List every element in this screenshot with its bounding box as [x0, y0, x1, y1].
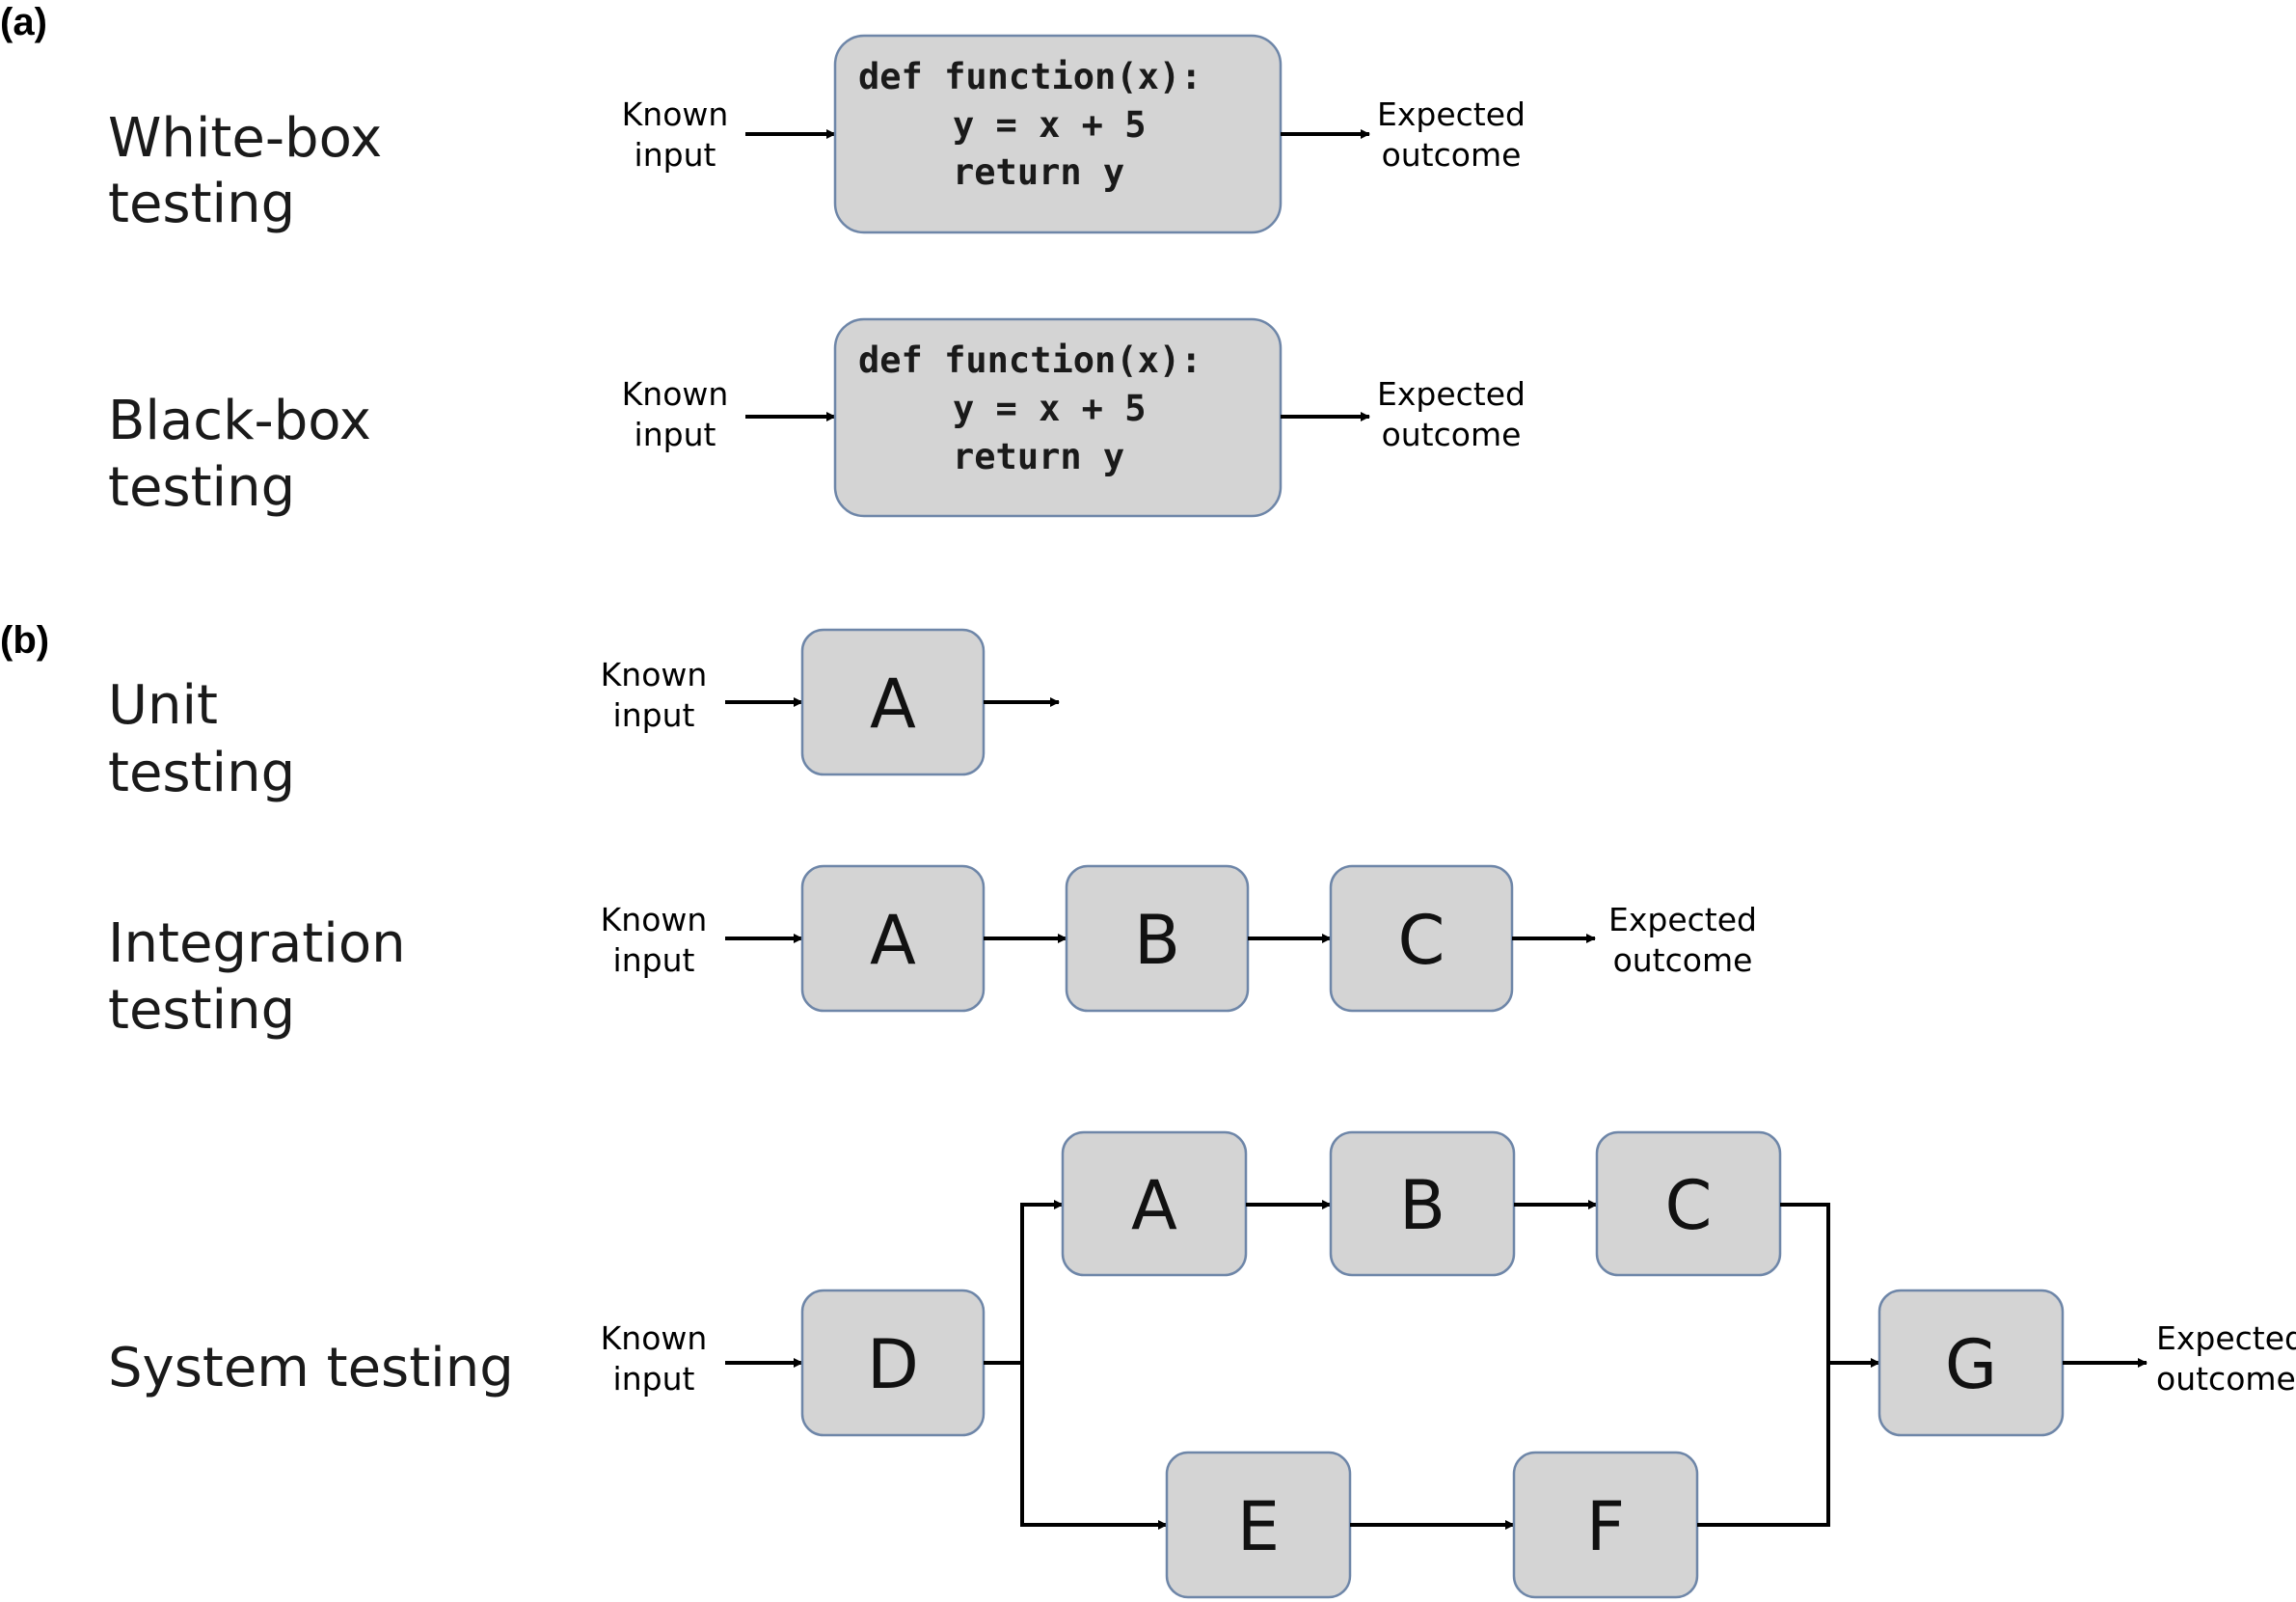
system-known-line1: Known [601, 1319, 708, 1357]
black-box-expected-line1: Expected [1377, 375, 1526, 413]
integration-node-c-label: C [1398, 901, 1445, 980]
system-title: System testing [108, 1337, 514, 1399]
system-node-e-label: E [1237, 1487, 1280, 1566]
system-node-d-label: D [867, 1325, 919, 1404]
white-box-expected-line2: outcome [1382, 136, 1522, 174]
system-node-b-label: B [1399, 1166, 1445, 1245]
system-merge-line-f [1697, 1363, 1830, 1527]
integration-expected-line1: Expected [1608, 901, 1757, 938]
integration-testing-section: Integration testing Known input A B C Ex… [108, 864, 1757, 1042]
system-expected-line1: Expected [2156, 1319, 2296, 1357]
system-node-f-label: F [1586, 1487, 1625, 1566]
system-merge-line-c [1780, 1203, 1830, 1363]
system-node-g-label: G [1945, 1325, 1997, 1404]
white-box-code-line2: y = x + 5 [953, 104, 1146, 146]
system-node-a-label: A [1131, 1166, 1177, 1245]
black-box-code-line2: y = x + 5 [953, 388, 1146, 429]
system-known-line2: input [613, 1360, 695, 1398]
panel-label-a: (a) [0, 1, 47, 43]
black-box-title-line2: testing [108, 456, 295, 519]
system-testing-section: System testing Known input D A B C E F G [108, 1130, 2296, 1599]
integration-expected-line2: outcome [1613, 941, 1753, 979]
white-box-title-line1: White-box [108, 107, 382, 170]
integration-node-a-label: A [870, 901, 916, 980]
system-arrow-d-e [1020, 1363, 1168, 1530]
white-box-expected-line1: Expected [1377, 95, 1526, 133]
black-box-known-line2: input [635, 416, 716, 453]
integration-title-line1: Integration [108, 912, 406, 975]
black-box-expected-line2: outcome [1382, 416, 1522, 453]
unit-known-line1: Known [601, 656, 708, 693]
unit-known-line2: input [613, 696, 695, 734]
white-box-section: White-box testing Known input def functi… [108, 34, 1526, 235]
unit-node-a-label: A [870, 665, 916, 744]
system-expected-line2: outcome [2156, 1360, 2296, 1398]
black-box-section: Black-box testing Known input def functi… [108, 317, 1526, 519]
white-box-code-line1: def function(x): [858, 56, 1202, 97]
black-box-title-line1: Black-box [108, 390, 371, 452]
white-box-known-line1: Known [622, 95, 729, 133]
unit-title-line1: Unit [108, 674, 218, 737]
white-box-title-line2: testing [108, 173, 295, 235]
integration-known-line1: Known [601, 901, 708, 938]
unit-testing-section: Unit testing Known input A [108, 628, 1060, 804]
system-node-c-label: C [1665, 1166, 1713, 1245]
panel-label-b: (b) [0, 619, 49, 662]
integration-known-line2: input [613, 941, 695, 979]
system-arrow-d-a [984, 1200, 1064, 1365]
black-box-code-line3: return y [953, 436, 1124, 477]
white-box-code-line3: return y [953, 151, 1124, 193]
integration-title-line2: testing [108, 979, 295, 1042]
unit-title-line2: testing [108, 742, 295, 804]
integration-node-b-label: B [1134, 901, 1180, 980]
black-box-code-line1: def function(x): [858, 339, 1202, 381]
white-box-known-line2: input [635, 136, 716, 174]
black-box-known-line1: Known [622, 375, 729, 413]
